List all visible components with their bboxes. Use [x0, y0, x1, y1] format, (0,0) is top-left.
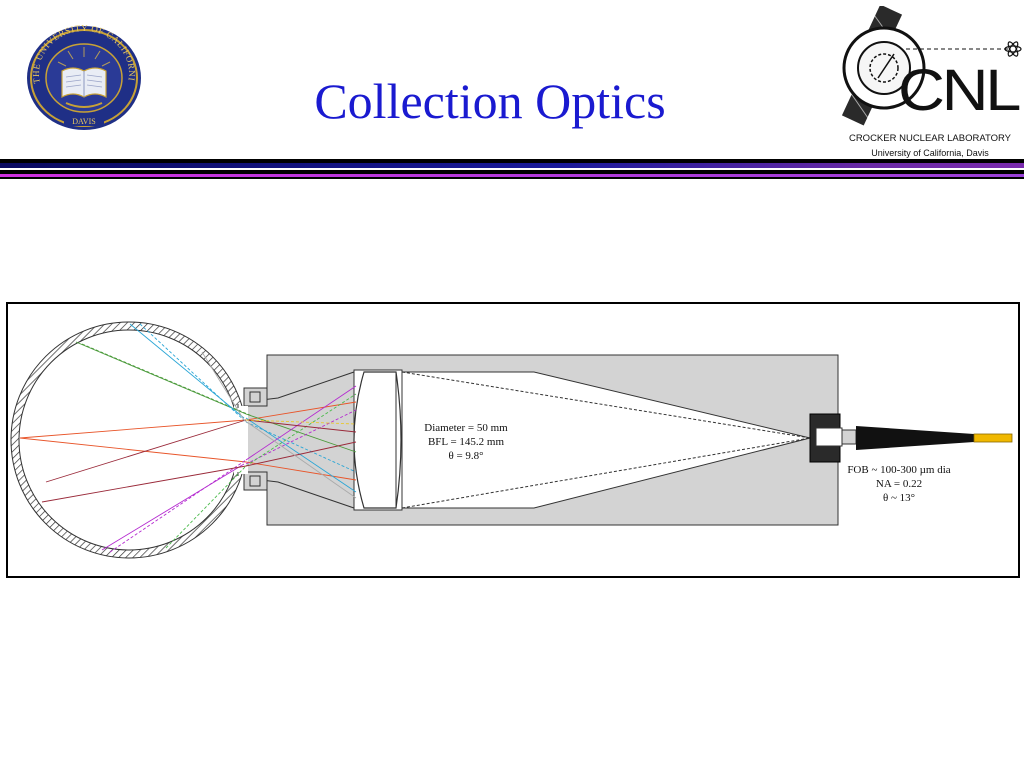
header-rule	[0, 177, 1024, 179]
lab-name: CROCKER NUCLEAR LABORATORY	[848, 133, 1012, 144]
header-rule	[0, 159, 1024, 163]
slide-title: Collection Optics	[314, 73, 666, 129]
header-rule	[0, 163, 1024, 168]
cnl-logo: CNL	[841, 6, 1023, 126]
fiber-tip	[973, 433, 1013, 443]
lab-university: University of California, Davis	[871, 148, 989, 158]
svg-text:DAVIS: DAVIS	[72, 117, 95, 126]
header-rule	[0, 174, 1024, 177]
collection-optics-diagram: Diameter = 50 mm BFL = 145.2 mm θ = 9.8°…	[6, 302, 1020, 578]
cnl-mark: CNL	[898, 58, 1020, 123]
lens-diameter: Diameter = 50 mm	[424, 422, 508, 434]
fiber-na: NA = 0.22	[876, 478, 922, 490]
port-fitting	[243, 471, 268, 491]
optical-fiber	[856, 426, 974, 450]
integrating-sphere	[18, 329, 240, 551]
lens-angle: θ = 9.8°	[448, 450, 483, 462]
port-fitting	[243, 387, 268, 407]
lens	[353, 371, 402, 509]
fiber-diameter: FOB ~ 100-300 µm dia	[847, 464, 950, 476]
fiber-angle: θ ~ 13°	[883, 492, 915, 504]
uc-davis-seal: THE UNIVERSITY OF CALIFORNIA DAVIS	[26, 25, 141, 130]
header-rule	[0, 170, 1024, 174]
light-rays	[19, 323, 357, 553]
lens-bfl: BFL = 145.2 mm	[428, 436, 505, 448]
